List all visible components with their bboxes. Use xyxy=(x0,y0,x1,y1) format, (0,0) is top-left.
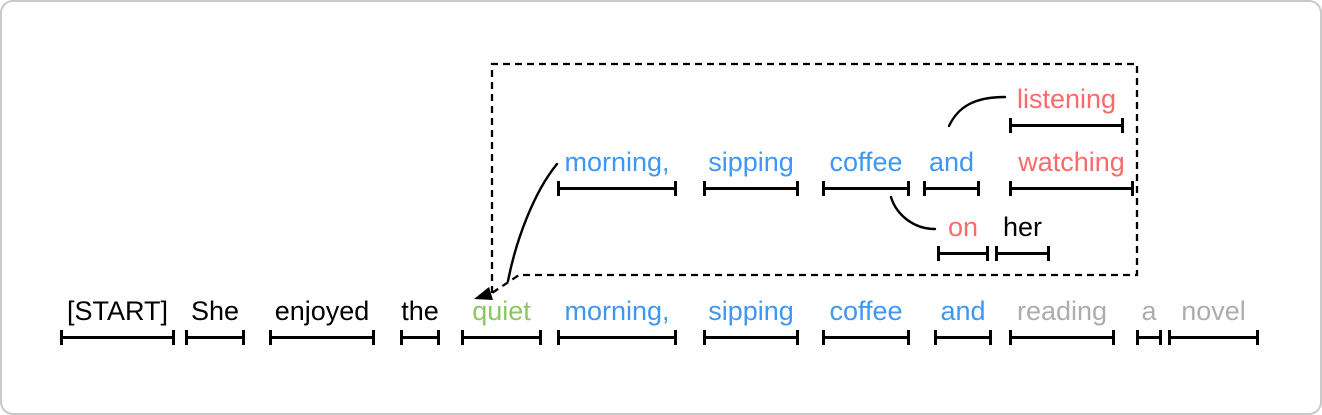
token-sipping: sipping xyxy=(703,295,799,345)
token-label: morning, xyxy=(564,296,670,326)
token-label: enjoyed xyxy=(274,296,370,326)
token-span-bracket xyxy=(557,330,677,345)
token-coffee: coffee xyxy=(822,295,910,345)
token-label: coffee xyxy=(829,147,903,177)
token-span-bracket xyxy=(1009,330,1115,345)
token-span-bracket xyxy=(269,330,375,345)
token-span-bracket xyxy=(557,181,677,196)
token-span-bracket xyxy=(400,330,440,345)
draft-token-her: her xyxy=(995,211,1050,261)
token-label: quiet xyxy=(472,296,531,326)
token-span-bracket xyxy=(1009,181,1134,196)
token-label: [START] xyxy=(66,296,168,326)
token-span-bracket xyxy=(937,246,989,261)
token-enjoyed: enjoyed xyxy=(269,295,375,345)
token-span-bracket xyxy=(185,330,245,345)
callout-arrowhead-icon xyxy=(474,287,493,300)
draft-token-sipping: sipping xyxy=(703,146,799,196)
token-label: sipping xyxy=(708,147,794,177)
token-span-bracket xyxy=(1168,330,1259,345)
token-the: the xyxy=(400,295,440,345)
token-reading: reading xyxy=(1009,295,1115,345)
token-label: watching xyxy=(1018,147,1125,177)
token-span-bracket xyxy=(822,330,910,345)
draft-token-and: and xyxy=(923,146,980,196)
token-and: and xyxy=(934,295,992,345)
token-label: and xyxy=(940,296,986,326)
draft-token-watching: watching xyxy=(1009,146,1134,196)
token-label: on xyxy=(947,212,979,242)
callout-outline xyxy=(490,62,1139,294)
draft-token-morning: morning, xyxy=(557,146,677,196)
token-novel: novel xyxy=(1168,295,1259,345)
token-span-bracket xyxy=(822,181,910,196)
draft-token-on: on xyxy=(937,211,989,261)
token-she: She xyxy=(185,295,245,345)
token-span-bracket xyxy=(995,246,1050,261)
token-label: reading xyxy=(1016,296,1108,326)
token-label: morning, xyxy=(564,147,670,177)
token-label: coffee xyxy=(829,296,903,326)
token-label: She xyxy=(190,296,240,326)
token-start: [START] xyxy=(60,295,175,345)
branch-curve-quiet-to-morning xyxy=(506,162,559,283)
token-label: her xyxy=(1002,212,1043,242)
token-span-bracket xyxy=(461,330,542,345)
token-span-bracket xyxy=(703,330,799,345)
branch-curve-coffee-to-on xyxy=(889,195,937,231)
token-span-bracket xyxy=(934,330,992,345)
token-label: the xyxy=(401,296,439,326)
token-quiet: quiet xyxy=(461,295,542,345)
token-label: sipping xyxy=(708,296,794,326)
token-label: and xyxy=(928,147,975,177)
token-label: novel xyxy=(1181,296,1246,326)
token-a: a xyxy=(1136,295,1162,345)
token-span-bracket xyxy=(703,181,799,196)
token-label: listening xyxy=(1016,84,1117,114)
token-label: a xyxy=(1141,296,1157,326)
token-span-bracket xyxy=(1136,330,1162,345)
token-span-bracket xyxy=(60,330,175,345)
draft-token-coffee: coffee xyxy=(822,146,910,196)
token-span-bracket xyxy=(923,181,980,196)
branch-curve-and-to-listening xyxy=(947,95,1007,128)
draft-token-listening: listening xyxy=(1009,83,1124,133)
token-span-bracket xyxy=(1009,118,1124,133)
token-morning: morning, xyxy=(557,295,677,345)
